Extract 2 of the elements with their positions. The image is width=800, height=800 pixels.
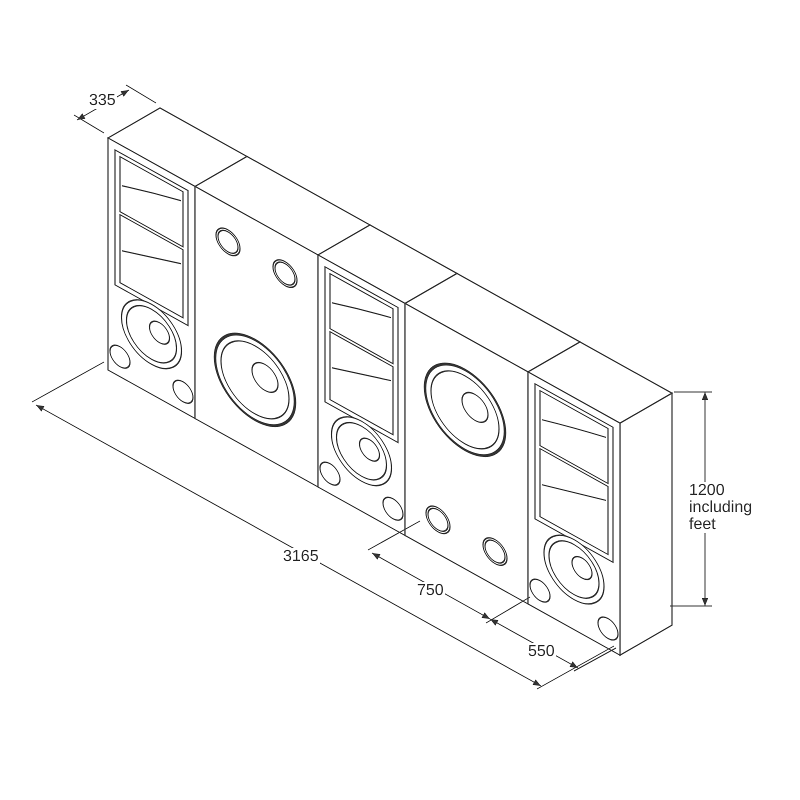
dimension-label: 335: [88, 92, 117, 109]
dimension-label: 3165: [282, 548, 320, 565]
